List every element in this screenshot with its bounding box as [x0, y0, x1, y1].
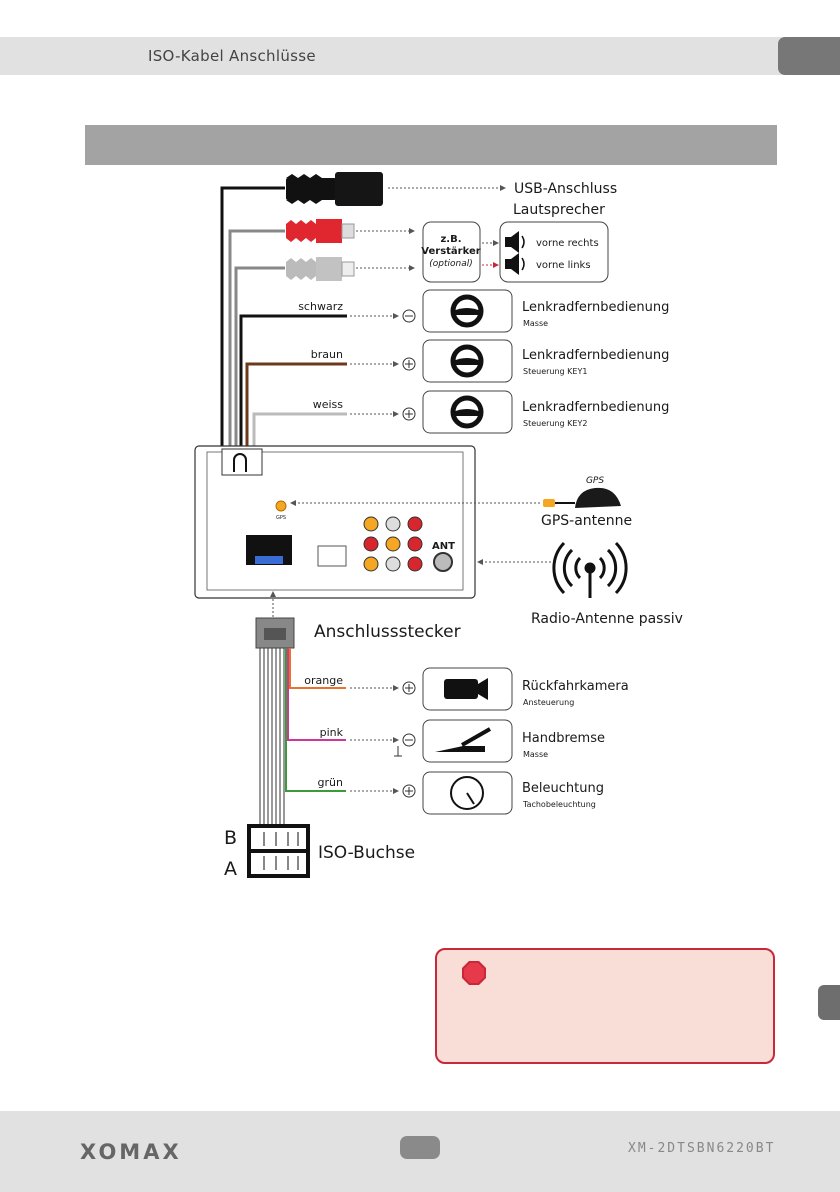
front-left-label: vorne links — [536, 260, 591, 271]
pink-wire — [287, 648, 346, 741]
handbrake-title: Handbremse — [522, 731, 605, 746]
iso-b-label: B — [224, 827, 237, 849]
plus-symbol-icon — [402, 357, 416, 371]
gps-antenna-label: GPS-antenne — [541, 513, 632, 529]
camera-box — [422, 667, 513, 711]
model-number: XM-2DTSBN6220BT — [628, 1141, 776, 1156]
steering2-title: Lenkradfernbedienung — [522, 348, 669, 363]
wire-brown-label: braun — [311, 348, 343, 361]
wire-pink-label: pink — [320, 726, 344, 739]
wire-black-label: schwarz — [298, 300, 343, 313]
ant-port-label: ANT — [432, 541, 455, 552]
wire-white-label: weiss — [313, 398, 344, 411]
wire-orange-label: orange — [304, 674, 343, 687]
light-sub: Tachobeleuchtung — [522, 800, 596, 809]
amp-line1: z.B. — [440, 234, 461, 245]
wire-green-label: grün — [318, 776, 343, 789]
camera-title: Rückfahrkamera — [522, 679, 629, 694]
wire-bundle — [259, 648, 285, 826]
steering-wheel-box-1 — [422, 289, 513, 333]
page-title: ISO-Kabel Anschlüsse — [148, 47, 316, 65]
steering1-sub: Masse — [523, 319, 548, 328]
page-number-pill — [400, 1136, 440, 1159]
plus-symbol-icon — [402, 681, 416, 695]
page-header: ISO-Kabel Anschlüsse — [0, 37, 840, 75]
steering-wheel-box-3 — [422, 390, 513, 434]
lower-arrows — [350, 685, 399, 794]
handbrake-box — [422, 719, 513, 763]
handbrake-sub: Masse — [523, 750, 548, 759]
plus-symbol-icon — [402, 784, 416, 798]
connector-label: Anschlussstecker — [314, 622, 461, 642]
rca-red-plug-icon — [286, 219, 355, 243]
speakers-box — [499, 221, 609, 283]
steering1-title: Lenkradfernbedienung — [522, 300, 669, 315]
head-unit-rear — [194, 445, 476, 599]
amp-line3: (optional) — [429, 259, 473, 269]
camera-sub: Ansteuerung — [523, 698, 574, 707]
light-title: Beleuchtung — [522, 781, 604, 796]
radio-antenna-icon — [552, 541, 628, 598]
green-wire — [285, 648, 346, 792]
gps-port-label: GPS — [276, 515, 286, 521]
iso-socket-icon — [247, 824, 310, 878]
brand-logo: XOMAX — [80, 1140, 182, 1164]
usb-label: USB-Anschluss — [514, 181, 617, 197]
steering3-title: Lenkradfernbedienung — [522, 400, 669, 415]
minus-symbol-icon — [402, 309, 416, 323]
iso-a-label: A — [224, 858, 237, 880]
gps-antenna-icon — [543, 487, 621, 508]
minus-symbol-icon — [394, 733, 416, 757]
front-right-label: vorne rechts — [536, 238, 599, 249]
amp-line2: Verstärker — [421, 246, 480, 257]
section-bar — [85, 125, 777, 165]
stop-warning-icon — [462, 961, 486, 985]
amplifier-box — [422, 221, 481, 283]
gauge-box — [422, 771, 513, 815]
steering-wheel-box-2 — [422, 339, 513, 383]
steering-arrows — [350, 313, 399, 417]
speaker-icon — [505, 253, 525, 275]
plus-symbol-icon — [402, 407, 416, 421]
rca-white-plug-icon — [286, 257, 355, 281]
iso-socket-label: ISO-Buchse — [318, 843, 415, 863]
page-footer: XOMAX XM-2DTSBN6220BT — [0, 1111, 840, 1192]
orange-wire — [289, 648, 346, 689]
usb-plug-icon — [286, 172, 383, 206]
connector-plug-icon — [255, 617, 295, 649]
chapter-tab — [778, 37, 840, 75]
side-tab — [818, 985, 840, 1020]
radio-antenna-label: Radio-Antenne passiv — [531, 611, 683, 627]
speaker-icon — [505, 231, 525, 253]
speakers-title: Lautsprecher — [513, 202, 605, 218]
warning-box — [435, 948, 775, 1064]
gps-icon-text: GPS — [586, 476, 604, 486]
steering2-sub: Steuerung KEY1 — [523, 367, 587, 376]
top-cables — [220, 186, 347, 448]
steering3-sub: Steuerung KEY2 — [523, 419, 587, 428]
